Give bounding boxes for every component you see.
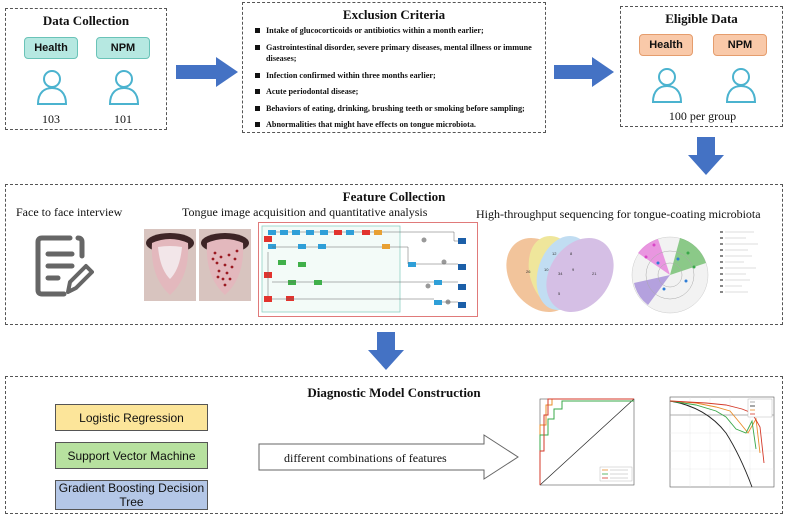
- exclusion-item: Acute periodontal disease;: [255, 86, 537, 98]
- data-collection-panel: Data Collection Health NPM 103 101: [5, 8, 167, 130]
- decision-curve-chart: [669, 396, 775, 488]
- exclusion-item: Behaviors of eating, drinking, brushing …: [255, 103, 537, 115]
- combination-label: different combinations of features: [284, 451, 447, 465]
- health-person-icon: [36, 70, 68, 105]
- venn-diagram: 26 12 8 21 10 34 9 5: [506, 235, 614, 313]
- flow-arrow-down-icon: [368, 332, 404, 370]
- combination-arrow-icon: [258, 434, 519, 480]
- model-title: Diagnostic Model Construction: [307, 385, 481, 400]
- interview-label: Face to face interview: [16, 205, 123, 219]
- npm-group-pill: NPM: [96, 37, 150, 59]
- document-edit-icon: [35, 235, 94, 297]
- feature-title: Feature Collection: [342, 189, 446, 204]
- analysis-flowchart-thumbnail: [258, 222, 478, 317]
- health-count: 103: [42, 112, 60, 126]
- npm-person-icon: [108, 70, 140, 105]
- flow-arrow-icon: [554, 57, 614, 87]
- eligible-note: 100 per group: [668, 109, 737, 123]
- npm-count: 101: [114, 112, 132, 126]
- npm-eligible-pill: NPM: [713, 34, 767, 56]
- tongue-analysis-image: [199, 229, 251, 301]
- feature-collection-panel: Feature Collection Face to face intervie…: [5, 184, 783, 325]
- eligible-data-panel: Eligible Data Health NPM 100 per group: [620, 6, 783, 127]
- sequencing-label: High-throughput sequencing for tongue-co…: [476, 207, 761, 221]
- svg-text:26: 26: [526, 269, 531, 274]
- svg-text:21: 21: [592, 271, 597, 276]
- exclusion-title: Exclusion Criteria: [342, 7, 446, 22]
- npm-person-icon: [725, 68, 757, 103]
- exclusion-criteria-panel: Exclusion Criteria Intake of glucocortic…: [242, 2, 546, 133]
- model-construction-panel: Diagnostic Model Construction Logistic R…: [5, 376, 783, 514]
- exclusion-item: Intake of glucocorticoids or antibiotics…: [255, 25, 537, 37]
- svm-box: Support Vector Machine: [55, 442, 208, 469]
- exclusion-item: Infection confirmed within three months …: [255, 70, 537, 82]
- health-group-pill: Health: [24, 37, 78, 59]
- svg-text:5: 5: [558, 291, 561, 296]
- flow-arrow-down-icon: [688, 137, 724, 175]
- svg-text:12: 12: [552, 251, 557, 256]
- svg-text:10: 10: [544, 267, 549, 272]
- tongue-label: Tongue image acquisition and quantitativ…: [182, 205, 428, 219]
- tongue-photo-image: [144, 229, 196, 301]
- exclusion-list: Intake of glucocorticoids or antibiotics…: [255, 25, 537, 136]
- svg-text:8: 8: [570, 251, 573, 256]
- eligible-title: Eligible Data: [665, 11, 738, 26]
- exclusion-item: Abnormalities that might have effects on…: [255, 119, 537, 131]
- flow-arrow-icon: [176, 57, 238, 87]
- roc-curve-chart: [539, 398, 635, 486]
- cladogram-chart: [631, 231, 758, 314]
- svg-text:34: 34: [558, 271, 563, 276]
- exclusion-item: Gastrointestinal disorder, severe primar…: [255, 42, 537, 65]
- gbdt-box: Gradient Boosting Decision Tree: [55, 480, 208, 510]
- logistic-regression-box: Logistic Regression: [55, 404, 208, 431]
- health-person-icon: [651, 68, 683, 103]
- data-collection-title: Data Collection: [42, 13, 130, 28]
- health-eligible-pill: Health: [639, 34, 693, 56]
- svg-text:9: 9: [572, 267, 575, 272]
